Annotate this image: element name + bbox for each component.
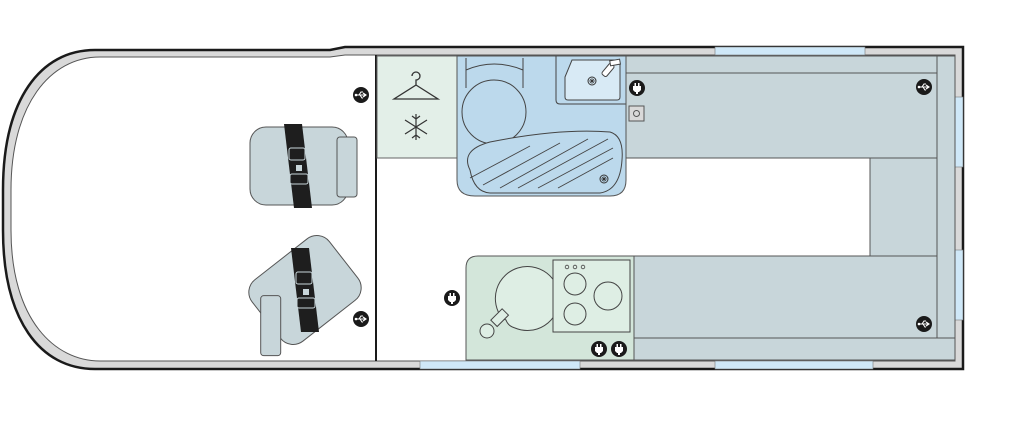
bottom-backrest xyxy=(633,337,956,361)
kitchen-unit xyxy=(465,255,635,361)
top-bench xyxy=(625,72,938,159)
coat-hanger-icon xyxy=(391,71,441,100)
top-backrest xyxy=(625,55,938,74)
hob xyxy=(552,259,631,333)
window-rear-lower xyxy=(954,249,964,321)
power-socket-icon xyxy=(444,290,460,306)
armrest xyxy=(336,136,358,198)
power-socket-icon xyxy=(611,341,627,357)
wardrobe-fridge xyxy=(376,55,458,159)
middle-bench xyxy=(869,157,938,257)
hob-burners xyxy=(563,272,623,326)
power-socket-icon xyxy=(629,80,645,96)
rear-lounge-seating xyxy=(625,55,956,361)
usb-socket-icon xyxy=(352,86,370,104)
sink-unit xyxy=(555,56,626,105)
window-bottom-right xyxy=(714,360,874,370)
hob-knobs xyxy=(564,264,586,270)
shower-tray xyxy=(467,130,623,194)
drain-icon xyxy=(587,76,597,86)
bottom-bench xyxy=(633,255,938,339)
usb-socket-icon xyxy=(352,310,370,328)
bathroom xyxy=(456,55,627,197)
snowflake-icon xyxy=(404,114,428,140)
usb-socket-icon xyxy=(915,78,933,96)
toilet xyxy=(465,58,524,88)
window-bottom-left xyxy=(419,360,581,370)
window-top xyxy=(714,46,866,56)
armrest xyxy=(260,295,282,357)
usb-socket-icon xyxy=(915,315,933,333)
window-rear-upper xyxy=(954,96,964,168)
power-socket-icon xyxy=(591,341,607,357)
toilet-bowl xyxy=(461,79,527,145)
tap-icon xyxy=(601,58,622,77)
driver-seat xyxy=(249,123,358,209)
drain-icon xyxy=(599,174,609,184)
rear-backrest xyxy=(936,55,956,339)
passenger-seat xyxy=(248,235,362,357)
kitchen-tap xyxy=(479,308,510,339)
shower-tray-grooves xyxy=(469,138,614,189)
tv-socket-icon xyxy=(628,105,645,122)
